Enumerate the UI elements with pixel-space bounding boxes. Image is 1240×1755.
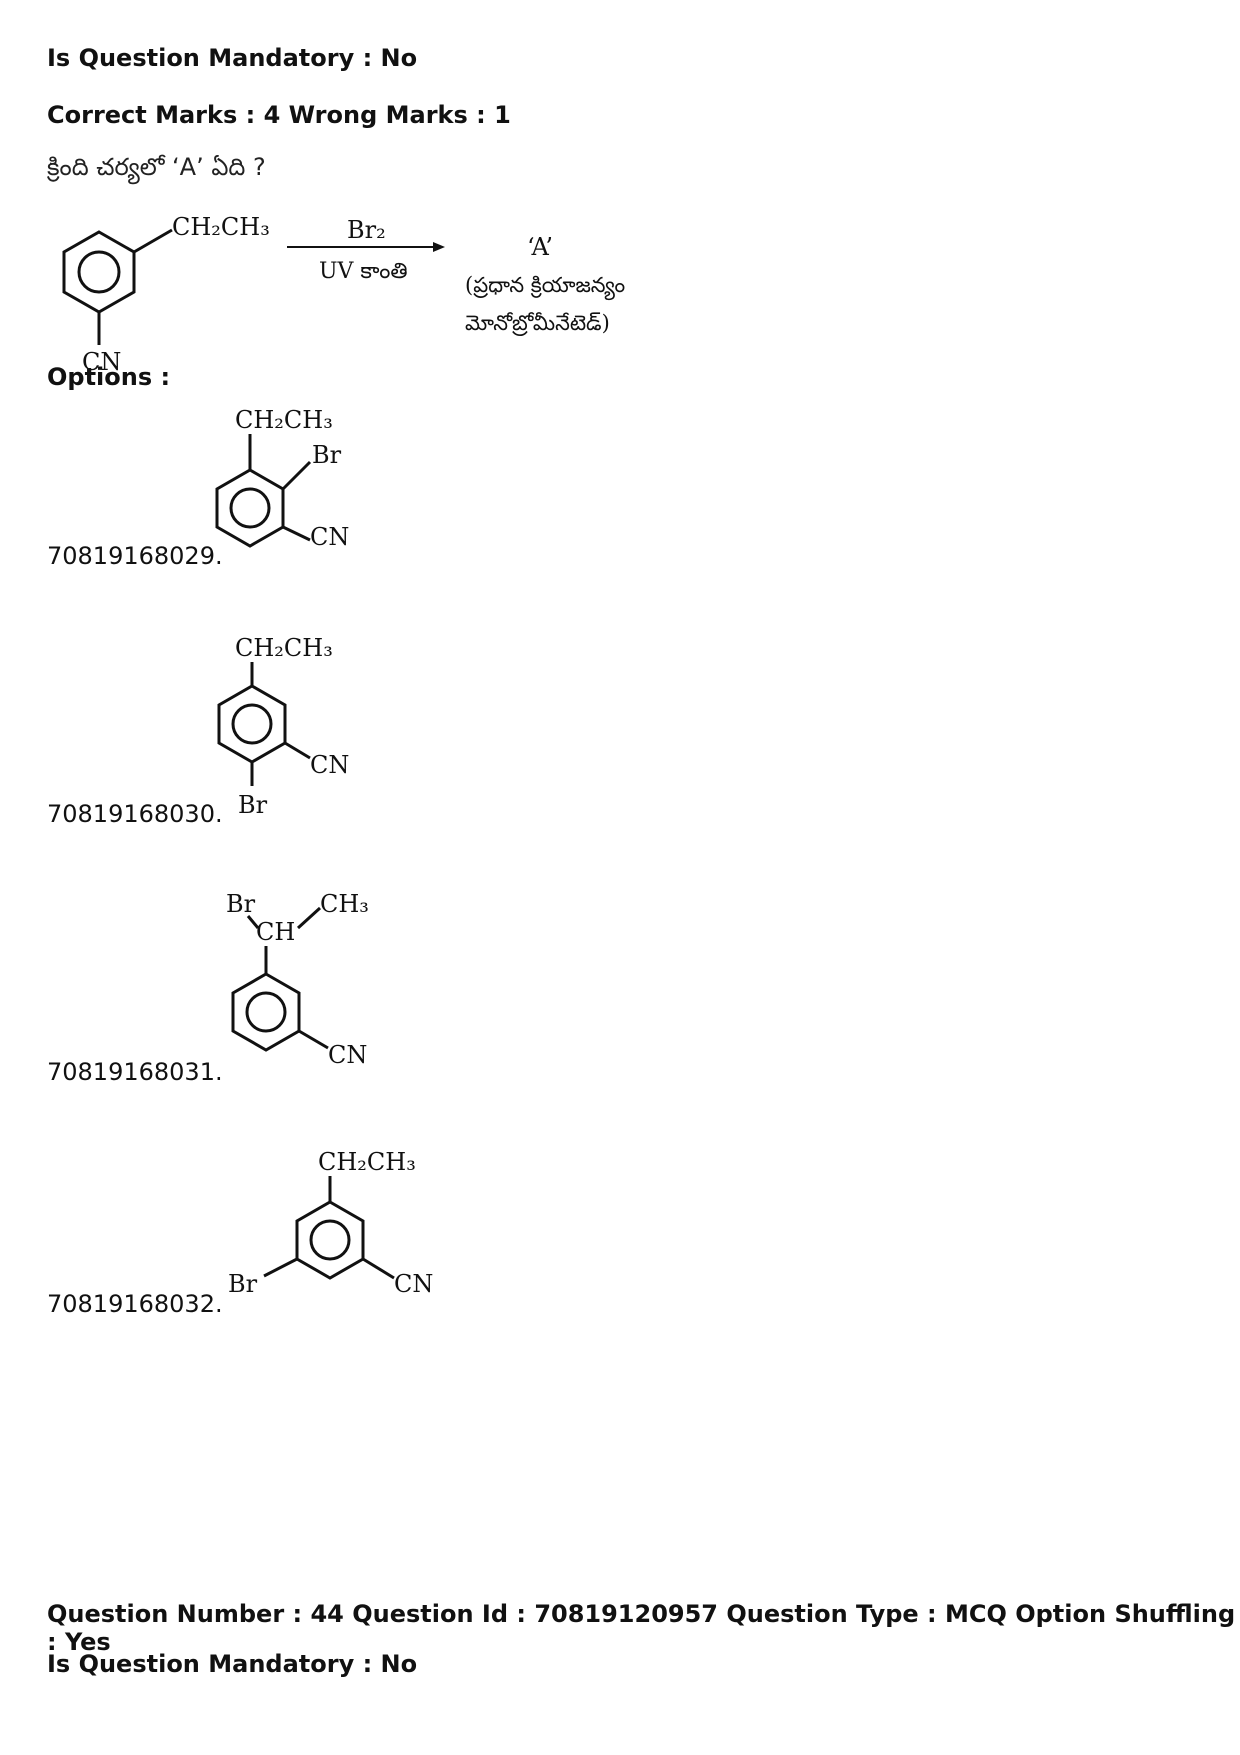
reagent-bottom: UV కాంతి bbox=[319, 259, 408, 284]
footer-mandatory-line: Is Question Mandatory : No bbox=[47, 1650, 418, 1678]
reactant-aromatic-circle bbox=[77, 250, 121, 294]
option-1-ethyl-label: CH₂CH₃ bbox=[235, 406, 333, 434]
option-structure-4[interactable]: CH₂CH₃ Br CN bbox=[220, 1140, 460, 1310]
reaction-arrow-head bbox=[433, 242, 445, 252]
option-4-br-label: Br bbox=[228, 1270, 258, 1298]
option-id-1[interactable]: 70819168029. bbox=[47, 542, 223, 570]
option-3-bond-ch3 bbox=[296, 906, 322, 930]
options-label: Options : bbox=[47, 363, 171, 391]
option-2-ring bbox=[217, 684, 287, 764]
option-id-2[interactable]: 70819168030. bbox=[47, 800, 223, 828]
reaction-scheme: CH₂CH₃ CN Br₂ UV కాంతి ‘A’ (ప్రధాన క్రియ… bbox=[62, 213, 625, 376]
option-3-aromatic-circle bbox=[245, 991, 287, 1033]
option-2-br-label: Br bbox=[238, 791, 268, 819]
option-3-bond-br bbox=[246, 915, 260, 929]
reactant-ethyl-label: CH₂CH₃ bbox=[172, 213, 270, 241]
mandatory-line: Is Question Mandatory : No bbox=[47, 44, 418, 72]
option-2-aromatic-circle bbox=[231, 703, 273, 745]
option-4-cn-label: CN bbox=[394, 1270, 433, 1298]
option-structure-3[interactable]: Br CH CH₃ CN bbox=[220, 880, 420, 1090]
option-3-cn-label: CN bbox=[328, 1041, 367, 1069]
marks-line: Correct Marks : 4 Wrong Marks : 1 bbox=[47, 101, 511, 129]
reactant-cn-label: CN bbox=[82, 348, 121, 376]
option-4-aromatic-circle bbox=[309, 1219, 351, 1261]
option-3-ch3-label: CH₃ bbox=[320, 890, 369, 918]
option-2-ethyl-label: CH₂CH₃ bbox=[235, 634, 333, 662]
option-1-bond-cn bbox=[282, 525, 311, 542]
option-1-br-label: Br bbox=[312, 441, 342, 469]
reagent-top: Br₂ bbox=[347, 216, 386, 244]
product-note-1: (ప్రధాన క్రియాజన్యం bbox=[465, 273, 625, 301]
option-1-bond-br bbox=[281, 460, 312, 491]
option-id-3[interactable]: 70819168031. bbox=[47, 1058, 223, 1086]
option-1-ring bbox=[215, 468, 285, 548]
option-id-4[interactable]: 70819168032. bbox=[47, 1290, 223, 1318]
option-1-aromatic-circle bbox=[229, 487, 271, 529]
question-number-line: Question Number : 44 Question Id : 70819… bbox=[47, 1600, 1236, 1656]
product-note-2: మోనోబ్రోమీనేటెడ్) bbox=[465, 311, 610, 336]
product-label: ‘A’ bbox=[527, 233, 553, 261]
option-3-ch-label: CH bbox=[256, 918, 295, 946]
question-text: క్రింది చర్యలో ‘A’ ఏది ? bbox=[47, 153, 266, 181]
option-3-bond-cn bbox=[298, 1029, 329, 1050]
option-2-bond-cn bbox=[284, 741, 311, 760]
option-structure-2[interactable]: CH₂CH₃ CN Br bbox=[217, 628, 420, 828]
option-4-ring bbox=[295, 1200, 365, 1280]
option-4-bond-br bbox=[263, 1257, 298, 1278]
reactant-ring bbox=[62, 230, 136, 314]
option-4-bond-cn bbox=[362, 1257, 395, 1280]
reactant-bond-top bbox=[133, 228, 173, 254]
option-2-cn-label: CN bbox=[310, 751, 349, 779]
option-1-cn-label: CN bbox=[310, 523, 349, 551]
option-structure-1[interactable]: CH₂CH₃ Br CN bbox=[215, 400, 420, 570]
option-4-ethyl-label: CH₂CH₃ bbox=[318, 1148, 416, 1176]
option-3-ring bbox=[231, 972, 301, 1052]
option-3-br-label: Br bbox=[226, 890, 256, 918]
